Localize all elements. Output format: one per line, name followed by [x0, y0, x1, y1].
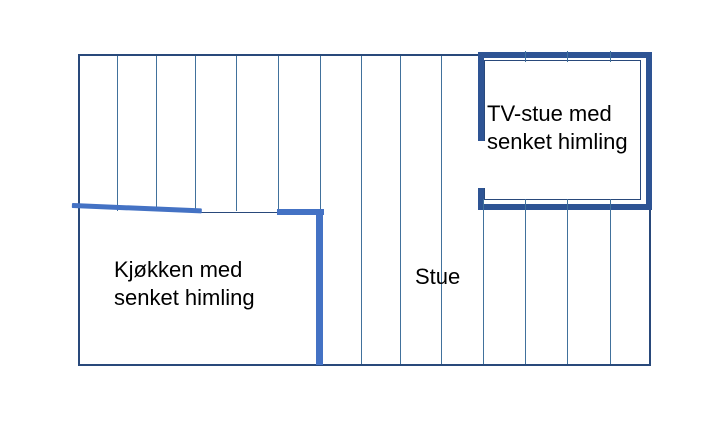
kitchen-label: Kjøkken med senket himling: [114, 257, 255, 310]
joist-tick-top: [567, 51, 568, 62]
kitchen-top-thin-line: [196, 212, 278, 213]
kitchen-highlight-line-right: [316, 210, 323, 365]
joist-tick-top: [525, 51, 526, 62]
ceiling-joist-line: [361, 56, 362, 364]
joist-tick-bottom: [610, 199, 611, 212]
joist-tick-top: [610, 51, 611, 62]
kitchen-highlight-line-top-right: [277, 209, 324, 215]
tv-room-inner-outline: [484, 60, 641, 200]
tv-room-border: [478, 52, 652, 210]
joist-tick-bottom: [483, 199, 484, 212]
ceiling-joist-line: [400, 56, 401, 364]
kitchen-region: [80, 211, 316, 364]
ceiling-joist-line: [441, 56, 442, 364]
joist-tick-bottom: [567, 199, 568, 212]
tv-room-door-opening: [477, 141, 486, 188]
stue-label: Stue: [415, 264, 461, 289]
ceiling-joist-line: [236, 56, 237, 364]
joist-tick-bottom: [525, 199, 526, 212]
ceiling-joist-line: [117, 56, 118, 364]
tv-room-label: TV-stue med senket himling: [487, 101, 628, 154]
